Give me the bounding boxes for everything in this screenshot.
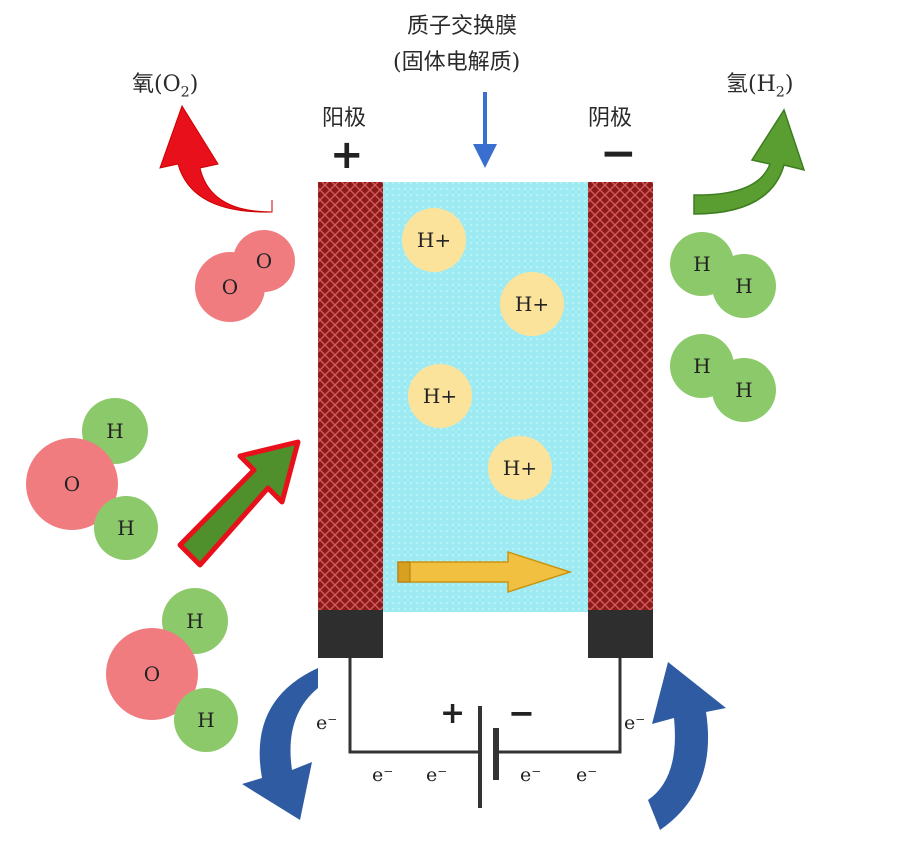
wire-right bbox=[496, 658, 622, 754]
proton-2: H+ bbox=[500, 272, 564, 336]
oxygen-arrow bbox=[159, 104, 273, 213]
electron-label-bottom-3: e⁻ bbox=[520, 764, 542, 786]
water-arrow bbox=[177, 439, 301, 568]
proton-arrow bbox=[397, 550, 573, 594]
water-2-hydrogen-bottom: H bbox=[174, 688, 238, 752]
proton-arrow-tail bbox=[397, 561, 411, 583]
battery-plus-sign: + bbox=[440, 696, 466, 731]
membrane-label-line1: 质子交换膜 bbox=[407, 14, 518, 39]
cathode-terminal bbox=[588, 610, 653, 658]
anode-sign: + bbox=[330, 132, 364, 178]
electron-label-right-vertical: e⁻ bbox=[624, 712, 646, 734]
wire-left bbox=[348, 658, 478, 754]
hydrogen-molecule-2-atom-2: H bbox=[712, 358, 776, 422]
cathode-plate bbox=[588, 182, 653, 612]
oxygen-label: 氧(O2) bbox=[132, 72, 199, 101]
battery-minus-sign: − bbox=[508, 694, 535, 732]
hydrogen-molecule-1-atom-2: H bbox=[712, 254, 776, 318]
electron-arrow-right bbox=[648, 662, 726, 830]
electron-label-left-vertical: e⁻ bbox=[316, 712, 338, 734]
proton-3: H+ bbox=[408, 364, 472, 428]
electron-label-bottom-4: e⁻ bbox=[576, 764, 598, 786]
electron-label-bottom-1: e⁻ bbox=[372, 764, 394, 786]
electron-arrow-left bbox=[242, 668, 318, 820]
anode-label: 阳极 bbox=[322, 106, 367, 131]
proton-4: H+ bbox=[488, 436, 552, 500]
anode-terminal bbox=[318, 610, 383, 658]
membrane-pointer-head bbox=[473, 144, 497, 168]
anode-plate bbox=[318, 182, 383, 612]
cathode-label: 阴极 bbox=[588, 106, 633, 131]
hydrogen-arrow bbox=[693, 108, 806, 215]
membrane-label-line2: (固体电解质) bbox=[393, 50, 521, 75]
hydrogen-label: 氢(H2) bbox=[726, 72, 794, 101]
cathode-sign: − bbox=[600, 128, 637, 179]
oxygen-molecule-atom-2: O bbox=[233, 230, 295, 292]
electron-label-bottom-2: e⁻ bbox=[426, 764, 448, 786]
water-1-hydrogen-bottom: H bbox=[94, 496, 158, 560]
proton-1: H+ bbox=[402, 208, 466, 272]
